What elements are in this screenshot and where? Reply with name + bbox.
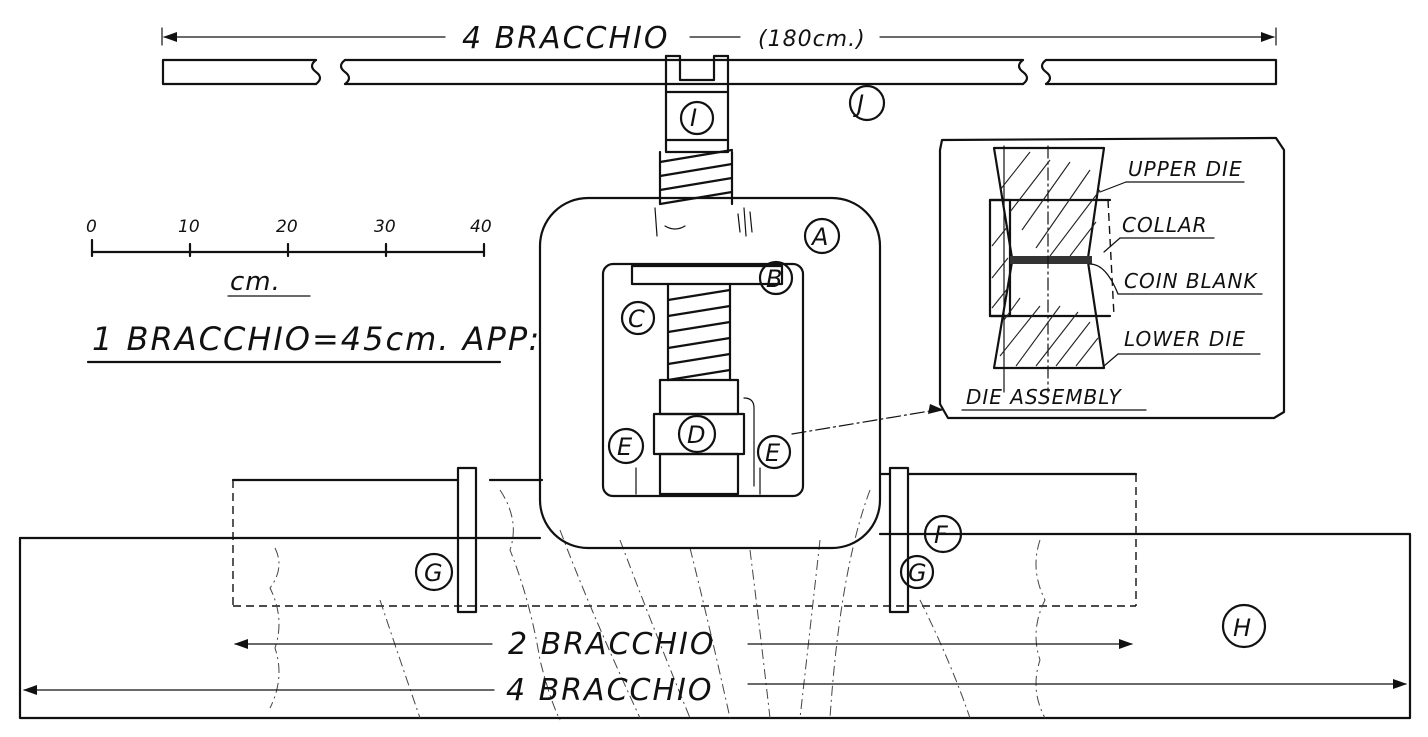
die-holder: D E E [607, 378, 792, 496]
inner-screw: B C [620, 260, 794, 382]
scale-tick-10: 10 [178, 217, 200, 237]
label-j: J [853, 90, 864, 118]
scale-conversion: 1 BRACCHIO=45cm. APP: [92, 320, 541, 358]
base-block-h: H [18, 532, 1412, 720]
die-label-coin-blank: COIN BLANK [1124, 269, 1258, 293]
label-f: F [934, 521, 949, 549]
label-b: B [766, 265, 782, 293]
bottom-dimension-outer-label: 4 BRACCHIO [506, 673, 714, 708]
bottom-dimension-outer: 4 BRACCHIO [23, 673, 1407, 708]
label-h: H [1233, 614, 1251, 642]
scale-tick-40: 40 [470, 217, 492, 237]
die-assembly-detail: UPPER DIE COLLAR COIN BLANK LOWER DIE DI… [938, 136, 1286, 420]
scale-tick-30: 30 [374, 217, 396, 237]
press-frame: A [538, 196, 882, 550]
label-a: A [810, 223, 828, 251]
die-label-upper: UPPER DIE [1128, 157, 1243, 181]
top-dimension-sub: (180cm.) [758, 27, 866, 52]
top-dimension-label: 4 BRACCHIO [462, 21, 670, 56]
label-c: C [628, 305, 645, 333]
label-e-right: E [765, 439, 781, 467]
label-e-left: E [617, 433, 633, 461]
upper-screw-thread [658, 148, 734, 206]
bottom-dimension-inner: 2 BRACCHIO [234, 627, 1133, 662]
die-label-collar: COLLAR [1122, 213, 1208, 237]
scale-tick-0: 0 [86, 217, 97, 237]
scale-bar: 0 10 20 30 40 cm. 1 BRACCHIO=45cm. APP: [86, 217, 541, 364]
die-label-lower: LOWER DIE [1124, 327, 1246, 351]
label-d: D [687, 421, 705, 449]
screw-head: I J [664, 54, 886, 154]
top-dimension: 4 BRACCHIO (180cm.) [161, 21, 1277, 56]
label-g-left: G [424, 559, 443, 587]
base-block-f: F [231, 472, 1138, 607]
label-g-right: G [908, 559, 927, 587]
die-assembly-title: DIE ASSEMBLY [966, 385, 1122, 409]
label-i: I [690, 104, 697, 132]
scale-unit: cm. [230, 267, 281, 297]
clamps: G G [414, 466, 935, 614]
die-assembly-leader [791, 404, 944, 435]
wood-grain [269, 489, 1046, 721]
bottom-dimension-inner-label: 2 BRACCHIO [508, 627, 716, 662]
scale-tick-20: 20 [276, 217, 298, 237]
lever-bar [161, 58, 1278, 86]
